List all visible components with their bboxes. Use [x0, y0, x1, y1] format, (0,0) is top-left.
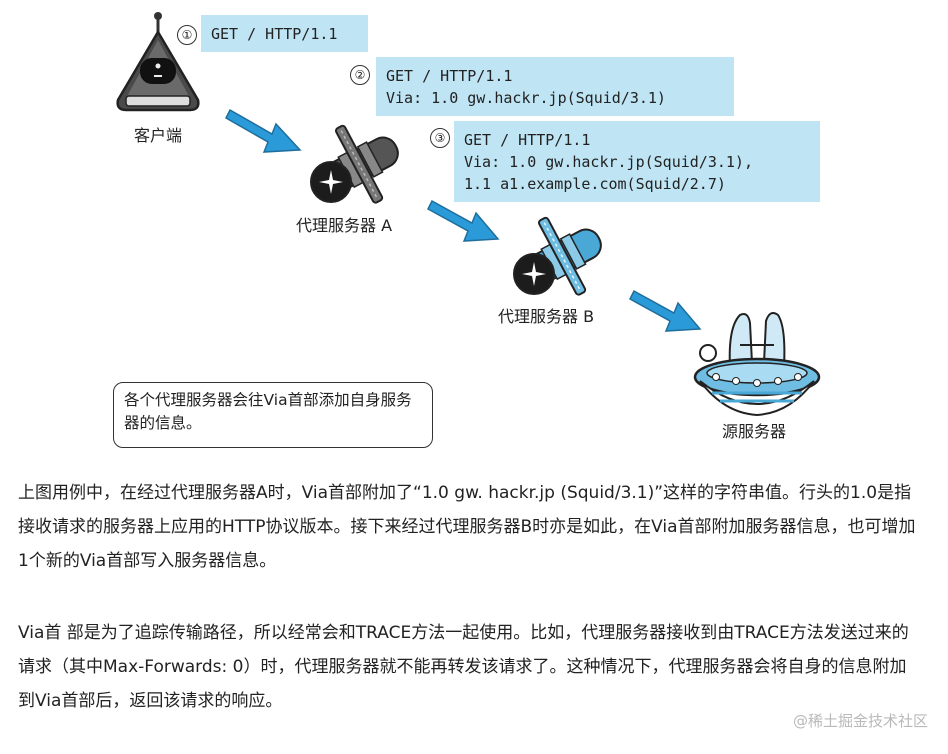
via-header-diagram: ① GET / HTTP/1.1 ② GET / HTTP/1.1 Via: 1… [0, 0, 948, 460]
proxy-a-label: 代理服务器 A [296, 212, 392, 236]
arrow-client-to-proxy-a-icon [226, 100, 306, 160]
origin-server-label: 源服务器 [722, 418, 786, 442]
client-label: 客户端 [134, 122, 182, 146]
arrow-proxy-b-to-origin-icon [630, 283, 706, 339]
step-2-number: ② [350, 65, 370, 85]
request-2-box: GET / HTTP/1.1 Via: 1.0 gw.hackr.jp(Squi… [376, 57, 734, 116]
request-3-box: GET / HTTP/1.1 Via: 1.0 gw.hackr.jp(Squi… [454, 121, 820, 202]
client-robot-icon [110, 10, 206, 120]
proxy-b-label: 代理服务器 B [498, 303, 594, 327]
request-1-box: GET / HTTP/1.1 [201, 15, 368, 52]
arrow-proxy-a-to-proxy-b-icon [428, 193, 504, 249]
origin-server-icon [690, 305, 824, 420]
paragraph-2: Via首 部是为了追踪传输路径，所以经常会和TRACE方法一起使用。比如，代理服… [18, 616, 923, 718]
paragraph-1: 上图用例中，在经过代理服务器A时，Via首部附加了“1.0 gw. hackr.… [18, 476, 923, 578]
proxy-a-icon [305, 118, 415, 210]
proxy-b-icon [508, 210, 618, 302]
step-3-number: ③ [430, 128, 450, 148]
watermark: @稀土掘金技术社区 [793, 710, 928, 731]
note-callout: 各个代理服务器会往Via首部添加自身服务器的信息。 [113, 382, 433, 448]
